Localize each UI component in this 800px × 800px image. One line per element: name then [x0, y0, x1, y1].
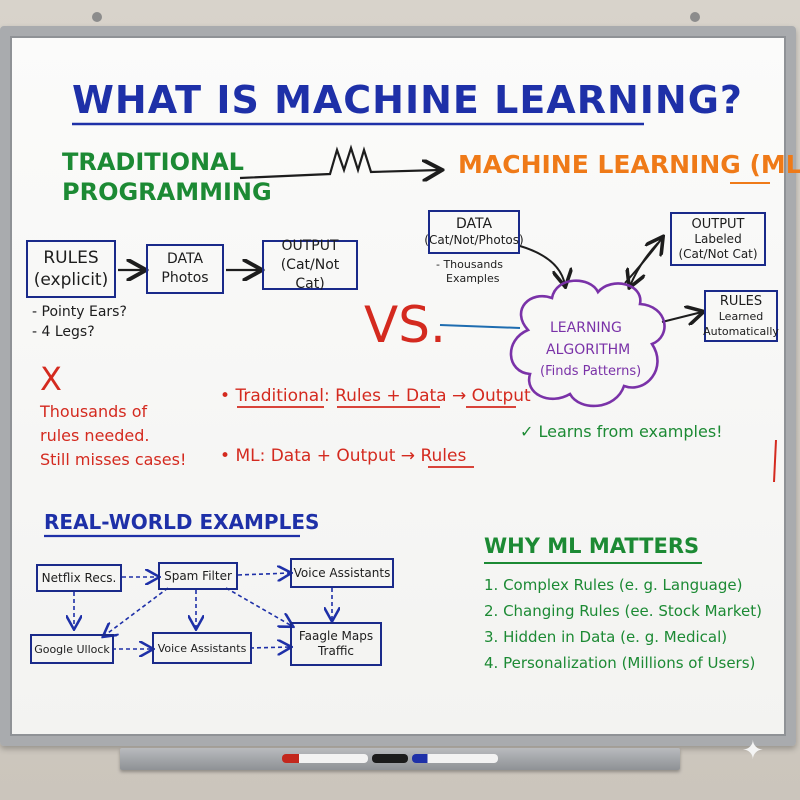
ml-rules-box-title: RULES	[719, 293, 763, 309]
x-mark: X	[40, 360, 62, 398]
example-voice-top-label: Voice Assistants	[293, 566, 391, 580]
why-item: 3. Hidden in Data (e. g. Medical)	[484, 628, 728, 646]
vs-label: VS.	[364, 296, 446, 354]
ml-output-box-label: Labeled	[694, 231, 742, 246]
page-title: WHAT IS MACHINE LEARNING?	[72, 78, 743, 122]
rules-box-title: RULES	[43, 248, 99, 268]
heading-arrow	[239, 144, 440, 178]
fail-line2: rules needed.	[40, 426, 150, 445]
example-voice-mid-label: Voice Assistants	[157, 641, 247, 655]
ml-output-box-title: OUTPUT	[691, 216, 745, 232]
ml-data-box: DATA (Cat/Not/Photos)	[424, 210, 524, 254]
learning-cloud	[509, 279, 666, 408]
example-voice-assistants-mid: Voice Assistants	[152, 632, 252, 664]
blue-marker[interactable]	[412, 754, 498, 763]
ml-data-note2: Examples	[446, 272, 500, 285]
learns-from-examples: ✓ Learns from examples!	[520, 422, 723, 441]
example-maps-line2: Traffic	[317, 644, 355, 658]
algorithm-line3: (Finds Patterns)	[540, 364, 642, 379]
whiteboard	[0, 26, 796, 746]
example-spam-filter: Spam Filter	[158, 562, 238, 590]
ml-heading: MACHINE LEARNING (ML)	[458, 150, 800, 179]
why-item: 4. Personalization (Millions of Users)	[484, 654, 756, 672]
rules-box-subtitle: (explicit)	[33, 270, 109, 290]
ml-rules-box: RULES Learned Automatically	[703, 290, 779, 342]
example-google: Google Ullock	[30, 634, 114, 664]
algorithm-line1: LEARNING	[550, 320, 622, 336]
ml-heading-text: MACHINE LEARNING	[458, 150, 750, 179]
sparkle-icon: ✦	[742, 736, 764, 766]
why-heading: WHY ML MATTERS	[484, 534, 700, 558]
summary-traditional-bullet: •	[220, 386, 231, 406]
ml-data-note1: - Thousands	[436, 258, 504, 271]
red-marker[interactable]	[282, 754, 368, 763]
example-netflix-label: Netflix Recs.	[41, 571, 117, 585]
example-maps-traffic: Faagle Maps Traffic	[290, 622, 382, 666]
rules-note-ears: - Pointy Ears?	[32, 304, 127, 320]
summary-ml-bullet: •	[220, 446, 231, 466]
black-marker-cap[interactable]	[372, 754, 408, 763]
why-item: 1. Complex Rules (e. g. Language)	[484, 576, 743, 594]
data-box-title: DATA	[166, 251, 204, 267]
summary-traditional-formula: Rules + Data → Output	[335, 386, 531, 406]
example-maps-line1: Faagle Maps	[298, 629, 374, 643]
wall-pin	[690, 12, 700, 22]
ml-data-box-title: DATA	[455, 216, 493, 232]
summary-ml-label: ML	[235, 446, 260, 466]
fail-line3: Still misses cases!	[40, 450, 187, 469]
data-photos-box: DATA Photos	[146, 244, 224, 294]
vs-connector	[439, 324, 521, 329]
traditional-heading-line1: TRADITIONAL	[62, 148, 244, 176]
example-netflix: Netflix Recs.	[36, 564, 122, 592]
summary-ml-result: Rules	[420, 446, 467, 466]
example-voice-assistants-top: Voice Assistants	[290, 558, 394, 588]
summary-ml: • ML: Data + Output → Rules	[220, 446, 466, 466]
data-box-subtitle: Photos	[161, 270, 209, 286]
output-box-title: OUTPUT	[281, 237, 339, 254]
ml-output-box: OUTPUT Labeled (Cat/Not Cat)	[670, 212, 766, 266]
algorithm-line2: ALGORITHM	[546, 342, 631, 358]
why-item: 2. Changing Rules (ee. Stock Market)	[484, 602, 763, 620]
summary-traditional-colon: :	[323, 386, 330, 406]
rules-note-legs: - 4 Legs?	[32, 324, 95, 340]
ml-rules-box-line3: Automatically	[703, 324, 779, 338]
wall-pin	[92, 12, 102, 22]
summary-traditional: • Traditional: Rules + Data → Output	[220, 386, 531, 406]
output-box-subtitle: (Cat/Not Cat)	[280, 256, 340, 292]
summary-ml-formula: : Data + Output →	[259, 446, 421, 466]
fail-line1: Thousands of	[40, 402, 148, 421]
example-google-label: Google Ullock	[34, 642, 110, 656]
traditional-heading-line2: PROGRAMMING	[62, 178, 272, 206]
rules-explicit-box: RULES (explicit)	[26, 240, 116, 298]
ml-rules-box-line2: Learned	[718, 309, 764, 323]
ml-data-box-subtitle: (Cat/Not/Photos)	[424, 233, 524, 247]
examples-heading: REAL-WORLD EXAMPLES	[44, 510, 320, 534]
output-box: OUTPUT (Cat/Not Cat)	[262, 237, 358, 292]
ml-output-box-subtitle: (Cat/Not Cat)	[678, 246, 758, 261]
summary-traditional-label: Traditional	[235, 386, 324, 406]
example-spam-label: Spam Filter	[164, 569, 232, 583]
ml-heading-abbr: (ML)	[749, 150, 800, 179]
